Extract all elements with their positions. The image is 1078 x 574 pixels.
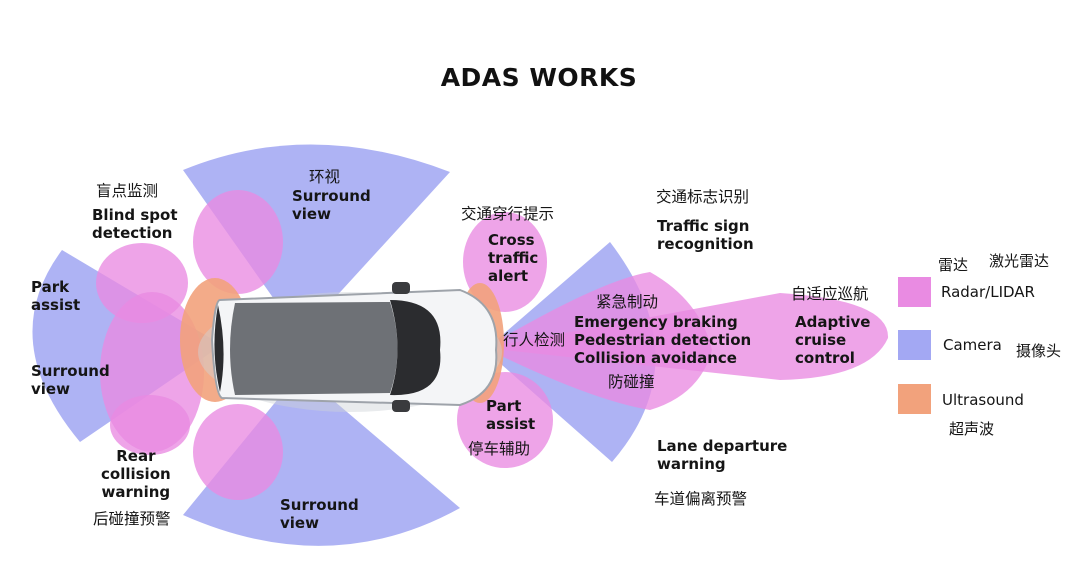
rear-collision-label-cn: 后碰撞预警	[93, 510, 171, 528]
camera-zone-bottom	[183, 372, 460, 546]
legend-ultrasound-label-cn: 超声波	[949, 420, 995, 438]
adaptive-cruise-label-cn: 自适应巡航	[791, 285, 869, 303]
lane-departure-label-cn: 车道偏离预警	[654, 490, 748, 508]
car-mirror-bottom	[392, 400, 410, 412]
surround-view-left-label-en: Surround view	[31, 362, 110, 398]
emergency-braking-label-en: Emergency braking	[574, 313, 738, 331]
radar-zone-rear-collision	[110, 395, 190, 455]
rear-collision-label-en: Rear collision warning	[101, 447, 171, 501]
part-assist-label-cn: 停车辅助	[468, 440, 531, 458]
part-assist-label-en: Part assist	[486, 397, 536, 433]
traffic-sign-label-cn: 交通标志识别	[656, 188, 750, 206]
car-mirror-top	[392, 282, 410, 294]
pedestrian-detection-label-en: Pedestrian detection	[574, 331, 752, 349]
surround-view-top-label-en: Surround view	[292, 187, 371, 223]
legend-radar-swatch	[898, 277, 931, 307]
blind-spot-label-en: Blind spot detection	[92, 206, 178, 242]
surround-view-top-label-cn: 环视	[309, 168, 341, 186]
legend-lidar-label-cn: 激光雷达	[989, 252, 1050, 270]
emergency-braking-label-cn: 紧急制动	[596, 293, 659, 311]
legend-radar-label-cn: 雷达	[938, 256, 969, 274]
radar-zone-front-mid	[485, 272, 712, 410]
legend-ultrasound-label-en: Ultrasound	[942, 391, 1024, 409]
park-assist-label-en: Park assist	[31, 278, 81, 314]
lane-departure-label-en: Lane departure warning	[657, 437, 788, 473]
legend-camera-label-en: Camera	[943, 336, 1002, 354]
car-rear-window	[214, 305, 224, 392]
collision-avoidance-label-en: Collision avoidance	[574, 349, 737, 367]
traffic-sign-label-en: Traffic sign recognition	[657, 217, 754, 253]
legend-ultrasound-swatch	[898, 384, 931, 414]
car-roof	[230, 302, 398, 395]
pedestrian-detection-label-cn: 行人检测	[503, 331, 566, 349]
car-windshield	[390, 300, 441, 396]
cross-traffic-label-en: Cross traffic alert	[488, 231, 539, 285]
collision-avoidance-label-cn: 防碰撞	[608, 373, 655, 391]
legend-radar-label-en: Radar/LIDAR	[941, 283, 1035, 301]
legend-camera-label-cn: 摄像头	[1016, 342, 1062, 360]
car-top-view	[198, 282, 502, 412]
radar-zone-top-side	[193, 190, 283, 294]
adaptive-cruise-label-en: Adaptive cruise control	[795, 313, 871, 367]
page-title: ADAS WORKS	[440, 63, 638, 92]
cross-traffic-label-cn: 交通穿行提示	[461, 205, 555, 223]
legend-camera-swatch	[898, 330, 931, 360]
radar-zone-bottom-side	[193, 404, 283, 500]
blind-spot-label-cn: 盲点监测	[96, 182, 159, 200]
surround-view-bottom-label-en: Surround view	[280, 496, 359, 532]
